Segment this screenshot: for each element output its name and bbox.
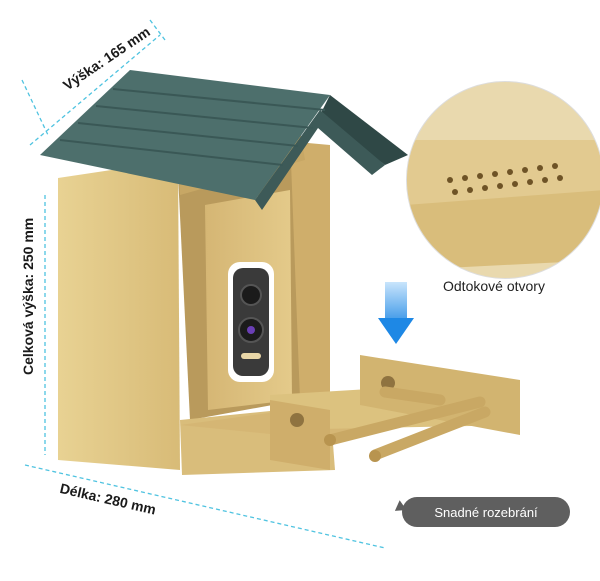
drain-holes-detail bbox=[406, 81, 600, 279]
total-height-label: Celková výška: 250 mm bbox=[20, 217, 36, 375]
camera-lens-icon bbox=[240, 284, 262, 306]
camera-module bbox=[228, 262, 274, 382]
down-arrow-icon bbox=[378, 282, 414, 344]
easy-disassembly-badge: Snadné rozebrání bbox=[402, 497, 570, 527]
roof bbox=[40, 70, 408, 210]
dimension-lines bbox=[21, 19, 386, 549]
drain-holes-label: Odtokové otvory bbox=[443, 278, 545, 294]
perch-tray bbox=[180, 355, 520, 470]
